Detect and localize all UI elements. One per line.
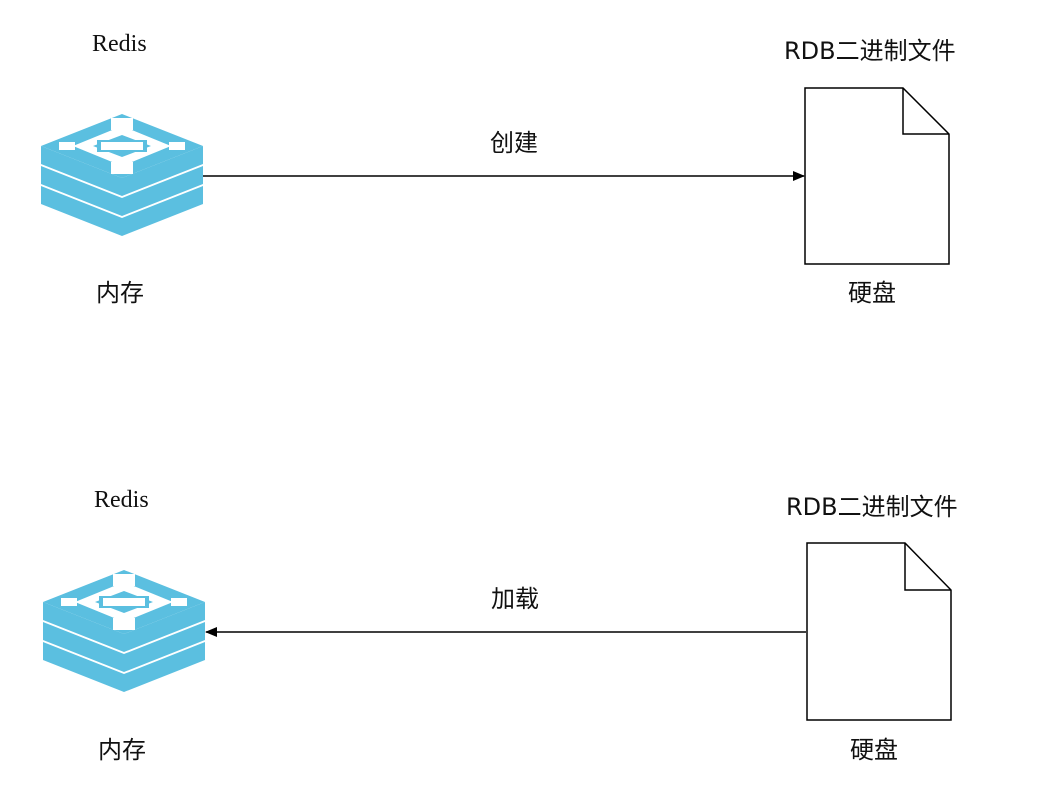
bottom-source-label: 内存	[98, 736, 146, 764]
top-source-label: 内存	[96, 279, 144, 307]
top-target-title: RDB二进制文件	[784, 37, 956, 65]
top-source-title: Redis	[92, 31, 147, 57]
top-target-document-icon	[804, 87, 950, 265]
bottom-target-document-icon	[806, 542, 952, 721]
bottom-target-title: RDB二进制文件	[786, 493, 958, 521]
top-target-label: 硬盘	[848, 279, 896, 307]
top-action-label: 创建	[490, 129, 538, 157]
bottom-target-label: 硬盘	[850, 736, 898, 764]
bottom-source-icon	[43, 570, 205, 692]
top-source-icon	[41, 114, 203, 236]
bottom-action-label: 加载	[491, 585, 539, 613]
bottom-source-title: Redis	[94, 487, 149, 513]
